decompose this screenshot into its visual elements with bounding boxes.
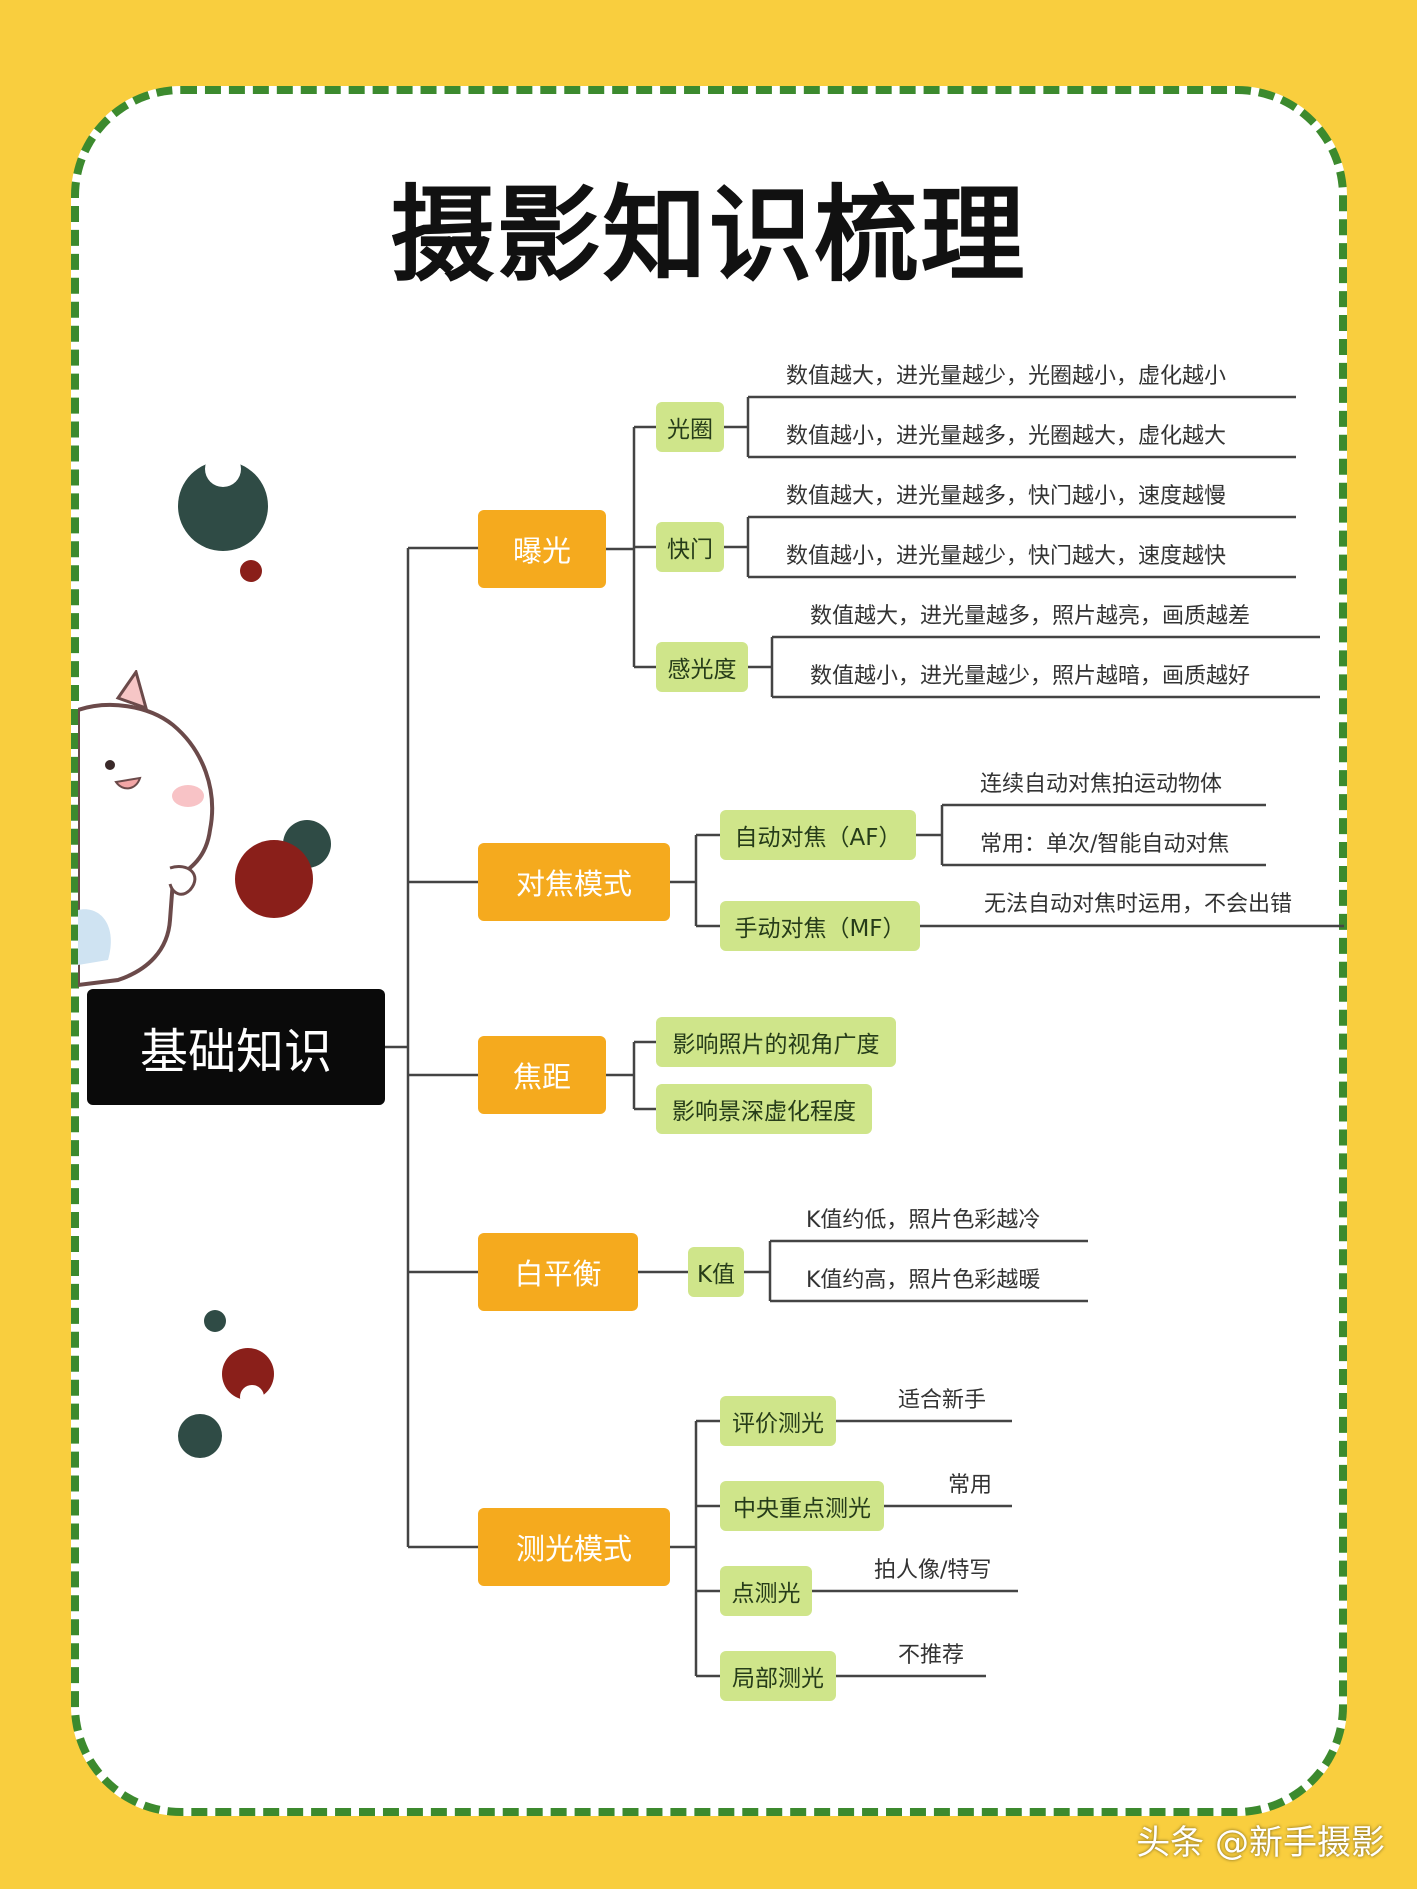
note-k-high: K值约高，照片色彩越暖 <box>806 1268 1041 1293</box>
note-aperture-large: 数值越大，进光量越少，光圈越小，虚化越小 <box>786 364 1227 389</box>
note-iso-large: 数值越大，进光量越多，照片越亮，画质越差 <box>810 604 1251 629</box>
subtopic-k-value[interactable]: K值 <box>688 1247 744 1297</box>
category-focal-length[interactable]: 焦距 <box>478 1036 606 1114</box>
note-partial: 不推荐 <box>898 1643 965 1668</box>
decor-dot <box>178 1414 222 1458</box>
subtopic-spot[interactable]: 点测光 <box>720 1566 812 1616</box>
decor-dot <box>240 560 262 582</box>
decor-dot <box>204 1310 226 1332</box>
subtopic-shutter[interactable]: 快门 <box>656 522 724 572</box>
note-shutter-small: 数值越小，进光量越少，快门越大，速度越快 <box>786 544 1227 569</box>
subtopic-depth-blur[interactable]: 影响景深虚化程度 <box>656 1084 872 1134</box>
watermark: 头条 @新手摄影 <box>1136 1823 1385 1863</box>
subtopic-evaluative[interactable]: 评价测光 <box>720 1396 836 1446</box>
decor-dot <box>205 451 241 487</box>
decor-dot <box>240 1385 264 1409</box>
note-center-weighted: 常用 <box>948 1473 993 1498</box>
note-evaluative: 适合新手 <box>898 1388 987 1413</box>
subtopic-center-weighted[interactable]: 中央重点测光 <box>720 1481 884 1531</box>
subtopic-iso[interactable]: 感光度 <box>656 642 748 692</box>
note-shutter-large: 数值越大，进光量越多，快门越小，速度越慢 <box>786 484 1227 509</box>
subtopic-partial[interactable]: 局部测光 <box>720 1651 836 1701</box>
category-metering-mode[interactable]: 测光模式 <box>478 1508 670 1586</box>
decor-dot <box>235 840 313 918</box>
subtopic-view-angle[interactable]: 影响照片的视角广度 <box>656 1017 896 1067</box>
category-exposure[interactable]: 曝光 <box>478 510 606 588</box>
category-focus-mode[interactable]: 对焦模式 <box>478 843 670 921</box>
note-iso-small: 数值越小，进光量越少，照片越暗，画质越好 <box>810 664 1251 689</box>
unicorn-mascot-icon <box>78 670 215 988</box>
note-mf: 无法自动对焦时运用，不会出错 <box>984 892 1293 917</box>
card <box>71 86 1347 1816</box>
subtopic-aperture[interactable]: 光圈 <box>656 402 724 452</box>
note-k-low: K值约低，照片色彩越冷 <box>806 1208 1041 1233</box>
category-white-balance[interactable]: 白平衡 <box>478 1233 638 1311</box>
note-af-continuous: 连续自动对焦拍运动物体 <box>980 772 1223 797</box>
subtopic-af[interactable]: 自动对焦（AF） <box>720 810 916 860</box>
note-af-common: 常用：单次/智能自动对焦 <box>980 832 1230 857</box>
page-title: 摄影知识梳理 <box>390 174 1027 296</box>
subtopic-mf[interactable]: 手动对焦（MF） <box>720 901 920 951</box>
note-spot: 拍人像/特写 <box>874 1558 992 1583</box>
root-node[interactable]: 基础知识 <box>87 989 385 1105</box>
note-aperture-small: 数值越小，进光量越多，光圈越大，虚化越大 <box>786 424 1227 449</box>
